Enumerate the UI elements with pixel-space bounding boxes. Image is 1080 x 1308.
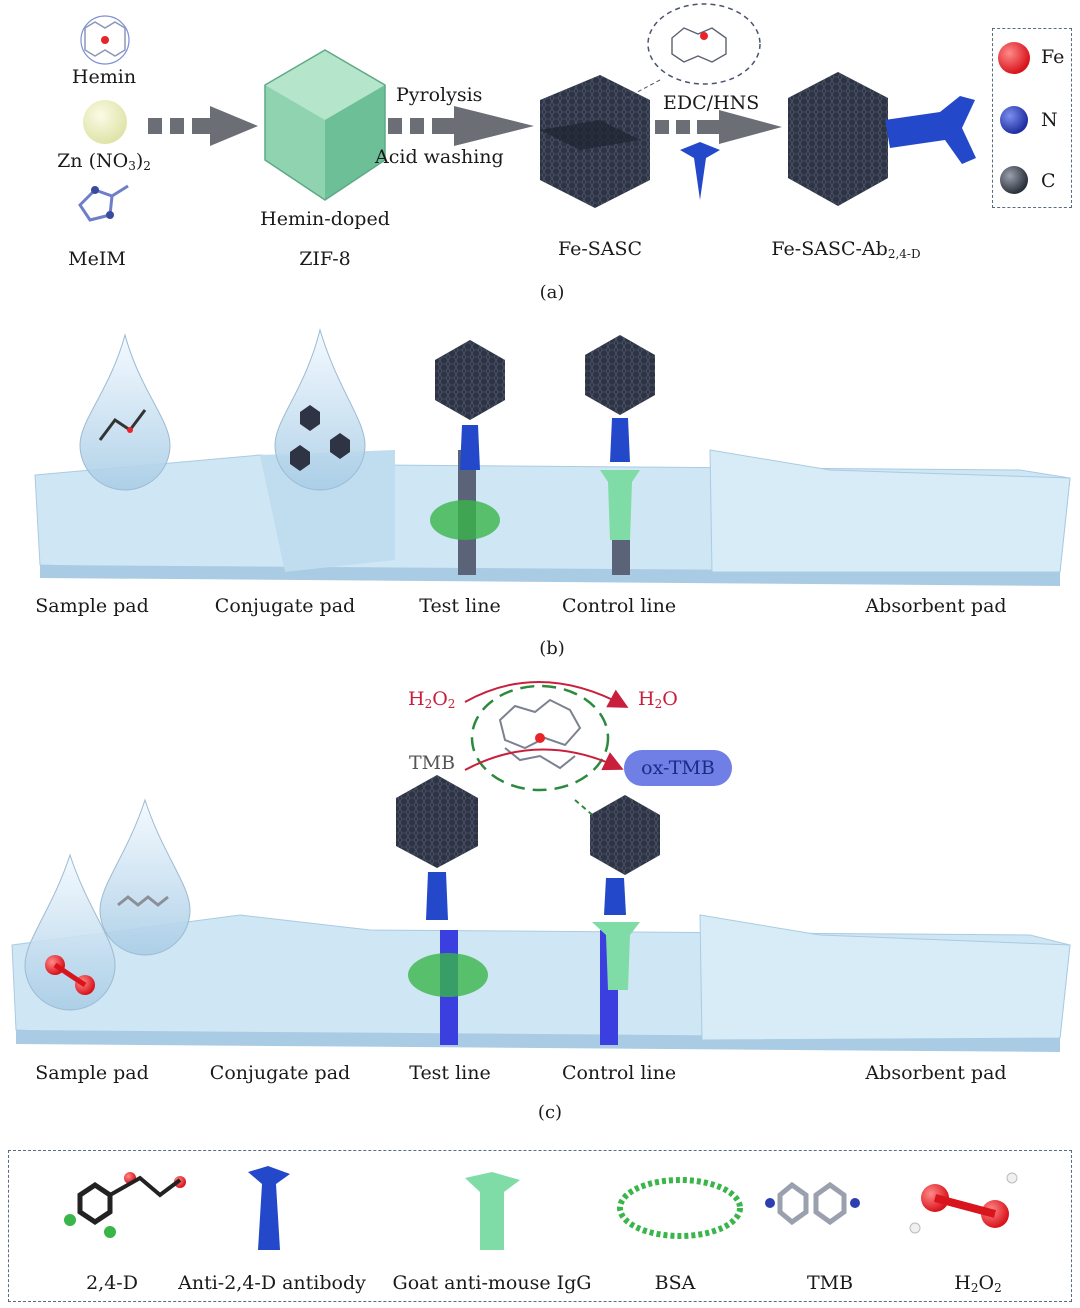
control-line-label-c: Control line: [561, 1062, 677, 1084]
sample-droplet-b: [79, 333, 171, 491]
caption-b: (b): [539, 638, 565, 659]
legend-n-label: N: [1041, 109, 1058, 131]
graphene-zoom-icon: [621, 3, 761, 101]
fe-sasc-ab-label: Fe-SASC-Ab2,4-D: [771, 238, 921, 261]
h2o2-reactant-label: H2O2: [408, 688, 456, 711]
test-line-stack-b: [430, 340, 505, 575]
zinc-nitrate-label: Zn (NO3)2: [57, 150, 151, 173]
lateral-flow-strip-b: [34, 449, 1071, 586]
zif8-label: ZIF-8: [299, 248, 351, 270]
legend-bsa-icon: [617, 1177, 743, 1239]
legend-24d-label: 2,4-D: [86, 1272, 138, 1294]
component-legend: [8, 1150, 1072, 1302]
control-line-label-b: Control line: [561, 595, 677, 617]
legend-goat-igg-label: Goat anti-mouse IgG: [392, 1272, 592, 1294]
legend-antibody-label: Anti-2,4-D antibody: [178, 1272, 366, 1294]
hemin-label: Hemin: [71, 66, 137, 88]
arrow-1-icon: [148, 106, 258, 146]
fe-sasc-nanocube-icon: [540, 75, 650, 208]
control-line-stack-b: [585, 335, 655, 575]
arrow-2-icon: [388, 106, 534, 146]
test-line-stack-c: [396, 775, 488, 1045]
h2o-product-label: H2O: [638, 688, 678, 711]
legend-n-sphere-icon: [1000, 106, 1028, 134]
acid-washing-label: Acid washing: [375, 146, 504, 168]
caption-a: (a): [539, 282, 565, 303]
sample-droplet-c2: [99, 798, 191, 956]
conjugate-pad-label-c: Conjugate pad: [209, 1062, 351, 1084]
sample-droplet-c1: [24, 853, 116, 1011]
arrow-3-icon: [655, 110, 782, 144]
meim-molecule-icon: [78, 184, 129, 222]
absorbent-pad-label-b: Absorbent pad: [865, 595, 1007, 617]
sample-pad-label-b: Sample pad: [35, 595, 149, 617]
test-line-label-b: Test line: [419, 595, 501, 617]
legend-fe-sphere-icon: [998, 42, 1030, 74]
lateral-flow-strip-c: [11, 914, 1071, 1052]
legend-c-label: C: [1041, 170, 1056, 192]
conjugate-pad-label-b: Conjugate pad: [214, 595, 356, 617]
sample-pad-label-c: Sample pad: [35, 1062, 149, 1084]
legend-tmb-icon: [765, 1181, 860, 1226]
legend-tmb-label: TMB: [806, 1272, 854, 1294]
caption-c: (c): [537, 1102, 563, 1123]
control-line-stack-c: [590, 795, 660, 1045]
antibody-small-icon: [680, 142, 720, 200]
legend-fe-label: Fe: [1041, 46, 1065, 68]
element-legend: [992, 28, 1072, 208]
absorbent-pad-label-c: Absorbent pad: [865, 1062, 1007, 1084]
meim-label: MeIM: [68, 248, 126, 270]
conjugate-droplet-b: [274, 328, 366, 491]
edc-hns-label: EDC/HNS: [663, 92, 760, 114]
legend-goat-igg-icon: [465, 1172, 520, 1250]
hemin-doped-label: Hemin-doped: [260, 208, 390, 230]
hemin-molecule-icon: [80, 15, 130, 65]
legend-antibody-icon: [248, 1166, 290, 1250]
legend-bsa-label: BSA: [654, 1272, 696, 1294]
legend-h2o2-icon: [909, 1172, 1018, 1234]
zif8-crystal-icon: [264, 49, 386, 201]
test-line-label-c: Test line: [409, 1062, 491, 1084]
legend-h2o2-label: H2O2: [954, 1272, 1002, 1295]
fe-sasc-label: Fe-SASC: [557, 238, 643, 260]
tmb-reactant-label: TMB: [409, 752, 456, 774]
fe-sasc-ab-nanocube-icon: [788, 72, 976, 206]
pyrolysis-label: Pyrolysis: [396, 84, 483, 106]
ox-tmb-product-label: ox-TMB: [624, 750, 732, 786]
legend-24d-icon: [64, 1172, 186, 1238]
legend-c-sphere-icon: [1000, 166, 1028, 194]
zinc-nitrate-sphere-icon: [83, 100, 127, 144]
